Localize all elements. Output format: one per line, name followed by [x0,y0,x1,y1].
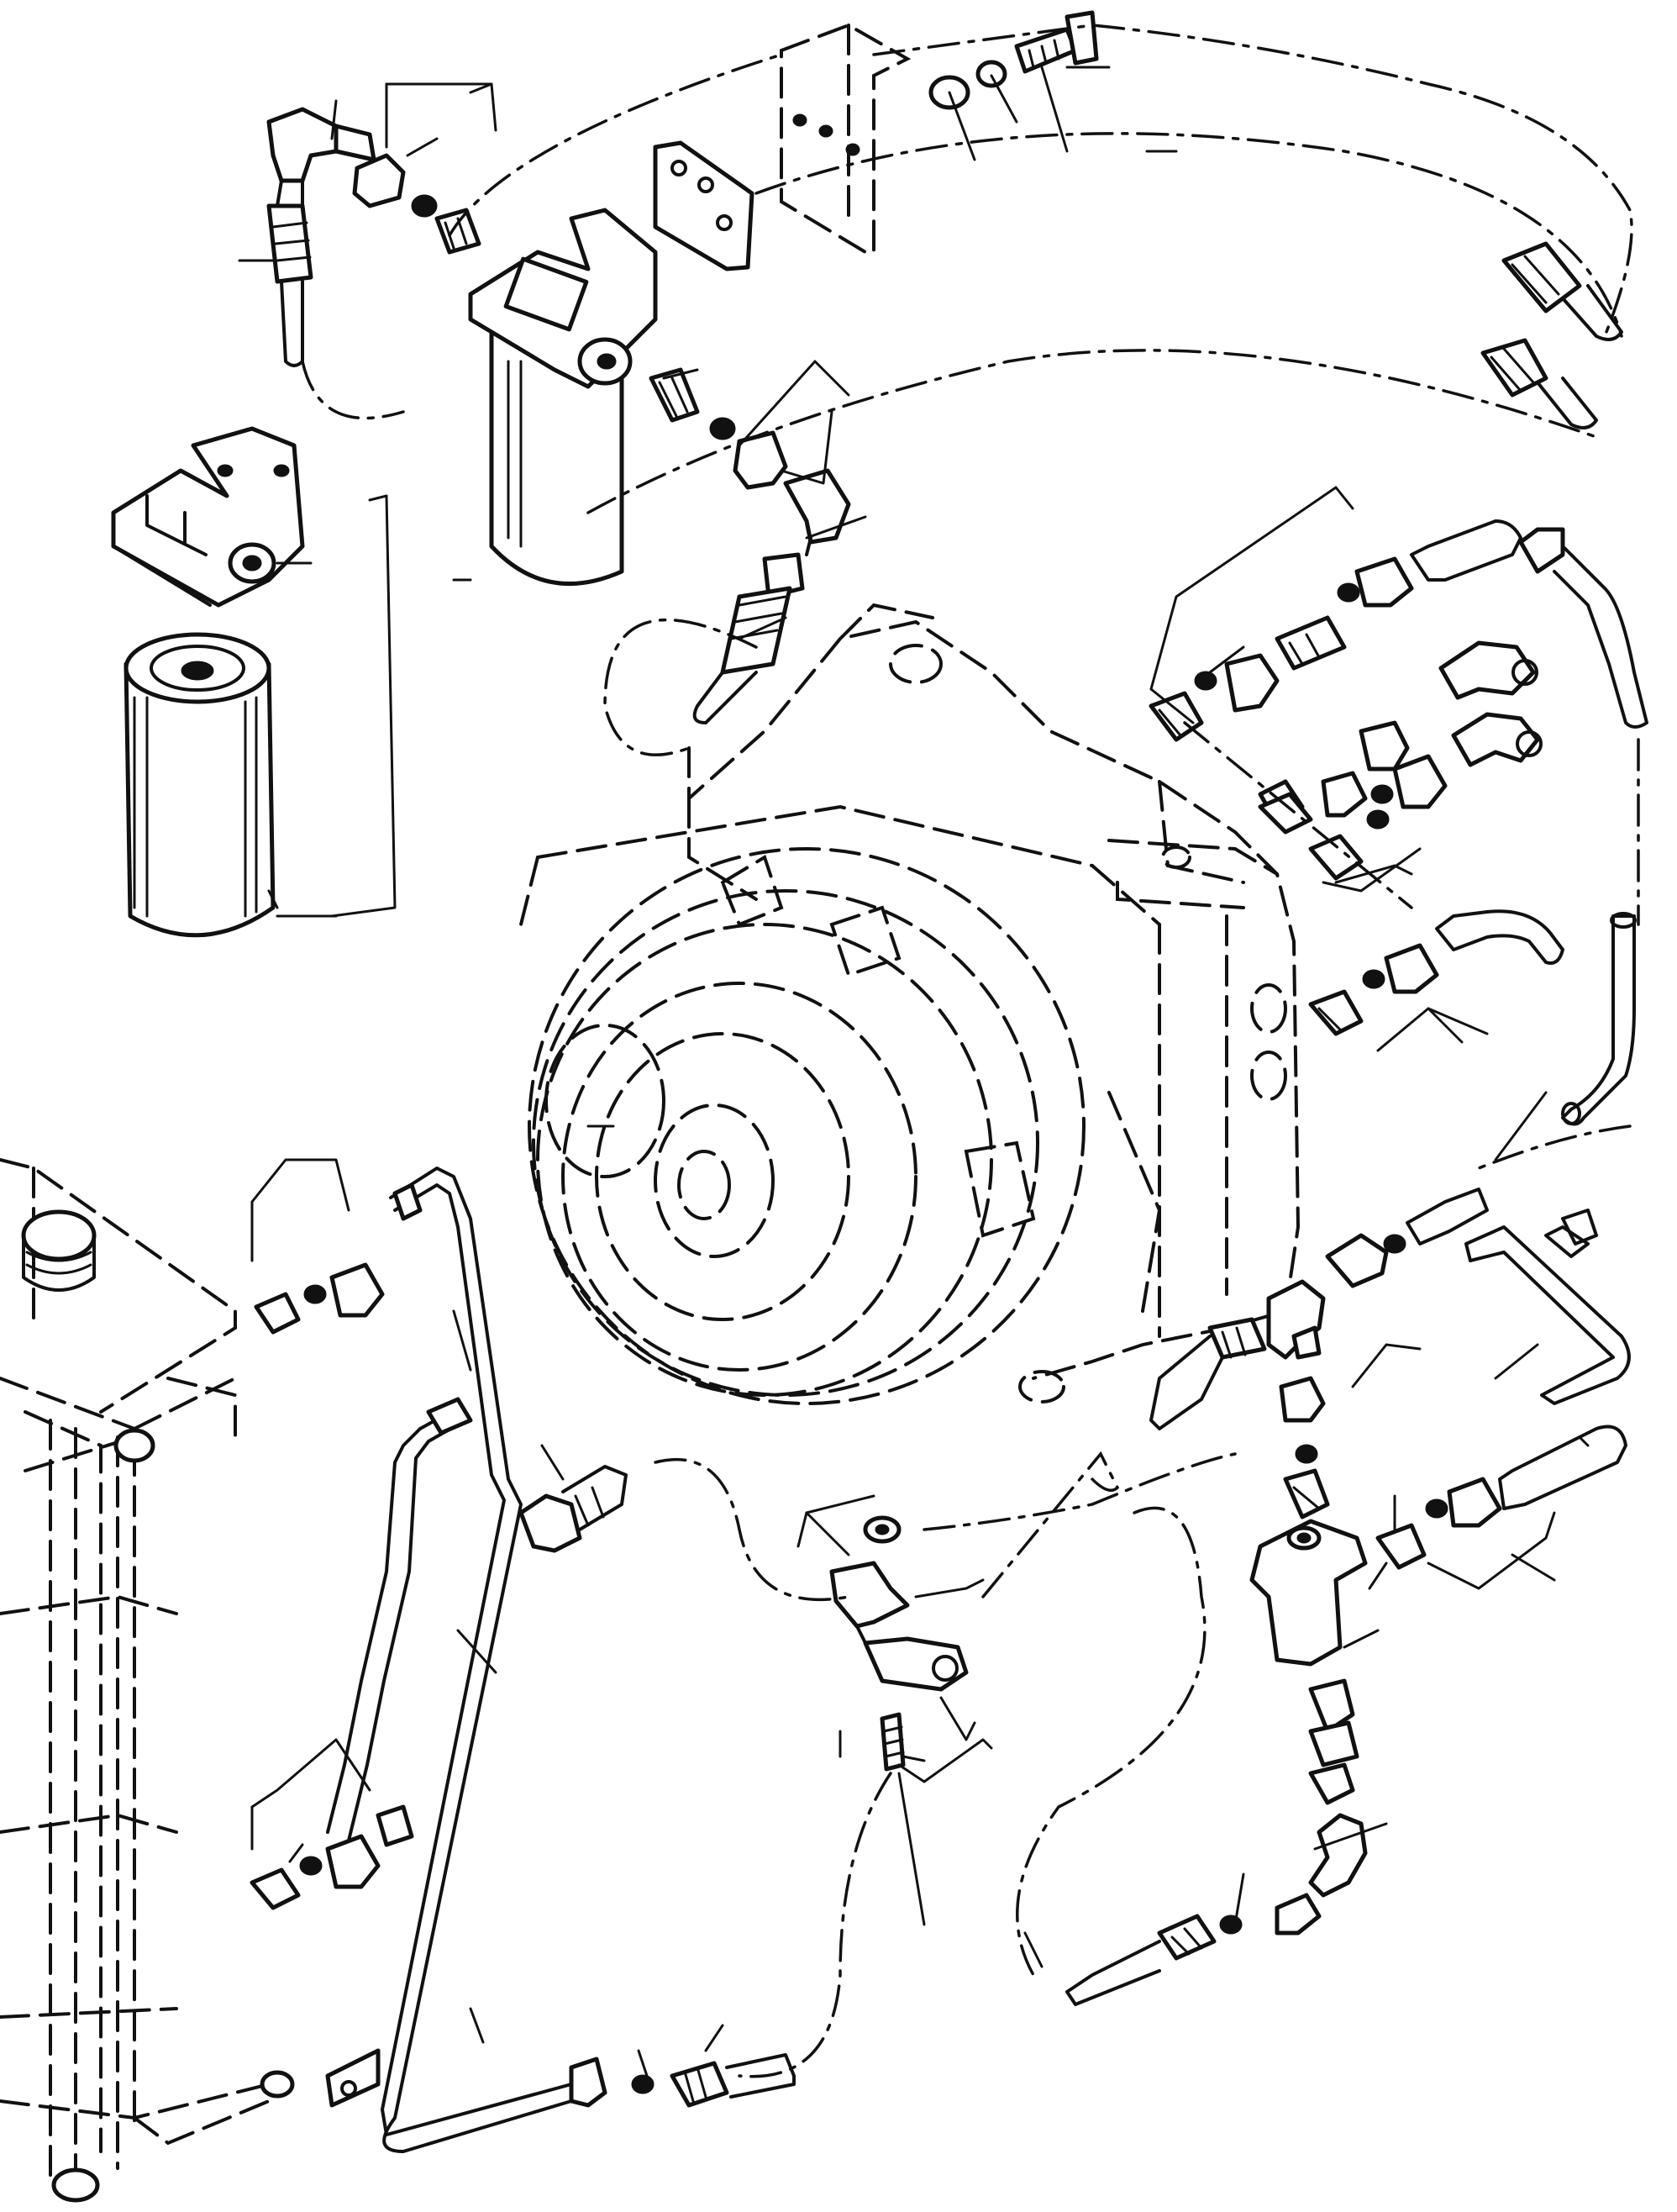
tee-fitting-upper [1149,1279,1326,1430]
elbow-fitting-top-left [266,107,376,212]
clamp-assembly [829,1515,969,1772]
filter-assembly [468,208,658,587]
connector-chain-filter-right [649,367,851,724]
fitting-stack-vertical [1279,1376,1330,1519]
spacer-plate [653,140,754,271]
fitting-group-left-upper [254,1262,385,1335]
tee-fitting [1249,1519,1368,1667]
fitting-row-1 [1149,519,1648,742]
fitting-row-5 [1308,909,1564,1036]
bottom-fittings-right [1065,1678,1368,2006]
fitting-row-3 [1258,712,1543,835]
hose-end-bottom-center [569,2053,796,2108]
cooler-pipe-long [381,1167,573,2153]
hose-end-right-upper [1480,241,1623,429]
fitting-row-4 [1308,809,1390,881]
fitting-group-left-lower [250,1804,414,1910]
filter-element [124,632,276,938]
mounting-bracket [780,23,912,254]
fitting-pair-right-middle [1325,1188,1489,1288]
hose-right-vertical [1561,912,1637,1126]
bolt-and-washers [928,10,1099,110]
hose-end-top-left [266,203,313,367]
fitting-row-bottom-right [1375,1425,1627,1570]
bent-pipe-right [1464,1209,1631,1405]
cooler-pipe-short [325,1397,473,2108]
nut-top-left [352,153,481,255]
callout-leaders [238,66,1590,2078]
connection-lines [301,24,1640,2078]
radiator [0,1158,295,2203]
hose-end-center [518,1465,628,1553]
filter-head-spare [111,426,305,608]
transmission-housing [519,603,1301,1405]
